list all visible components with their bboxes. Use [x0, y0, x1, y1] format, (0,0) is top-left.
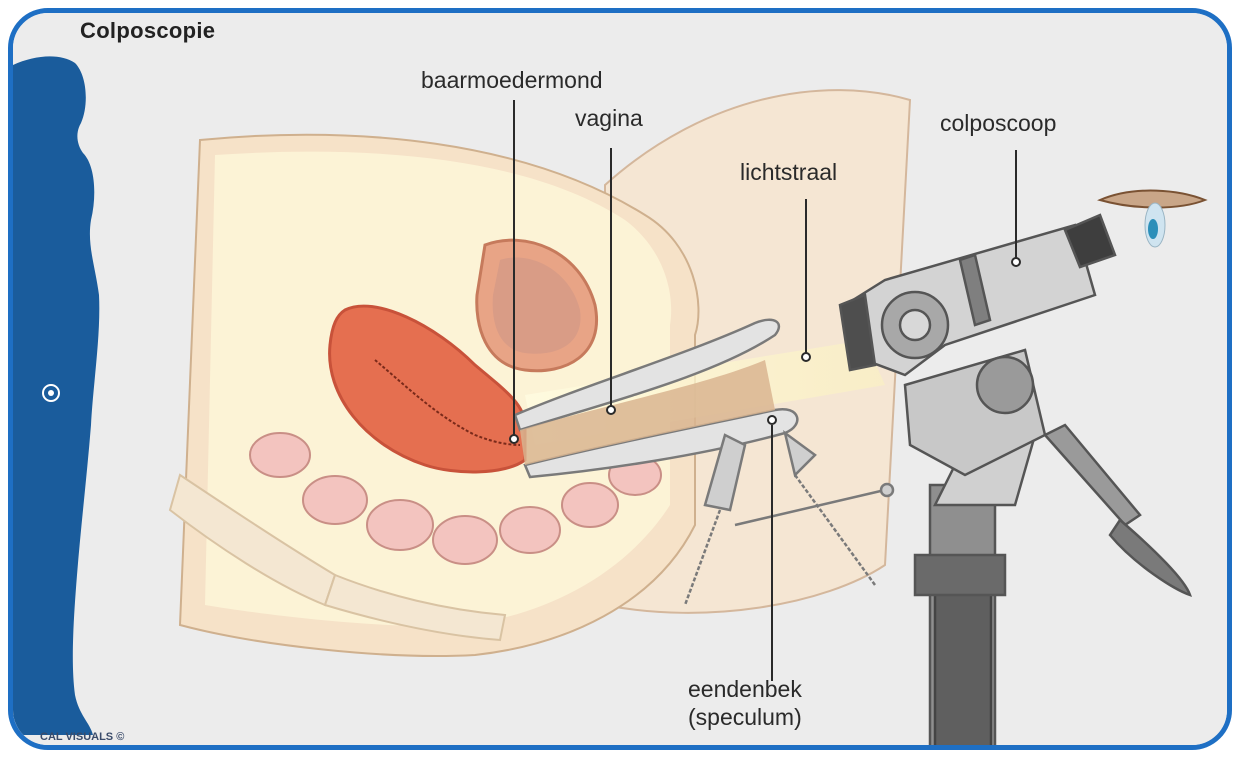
label-lichtstraal: lichtstraal	[740, 159, 837, 186]
label-eendenbek: eendenbek	[688, 676, 802, 703]
label-baarmoedermond: baarmoedermond	[421, 67, 603, 94]
label-colposcoop: colposcoop	[940, 110, 1056, 137]
diagram-title: Colposcopie	[80, 18, 215, 44]
label-vagina: vagina	[575, 105, 643, 132]
label-speculum: (speculum)	[688, 704, 802, 731]
copyright-text: CAL VISUALS ©	[40, 731, 124, 743]
nav-radio-button[interactable]	[42, 384, 60, 402]
